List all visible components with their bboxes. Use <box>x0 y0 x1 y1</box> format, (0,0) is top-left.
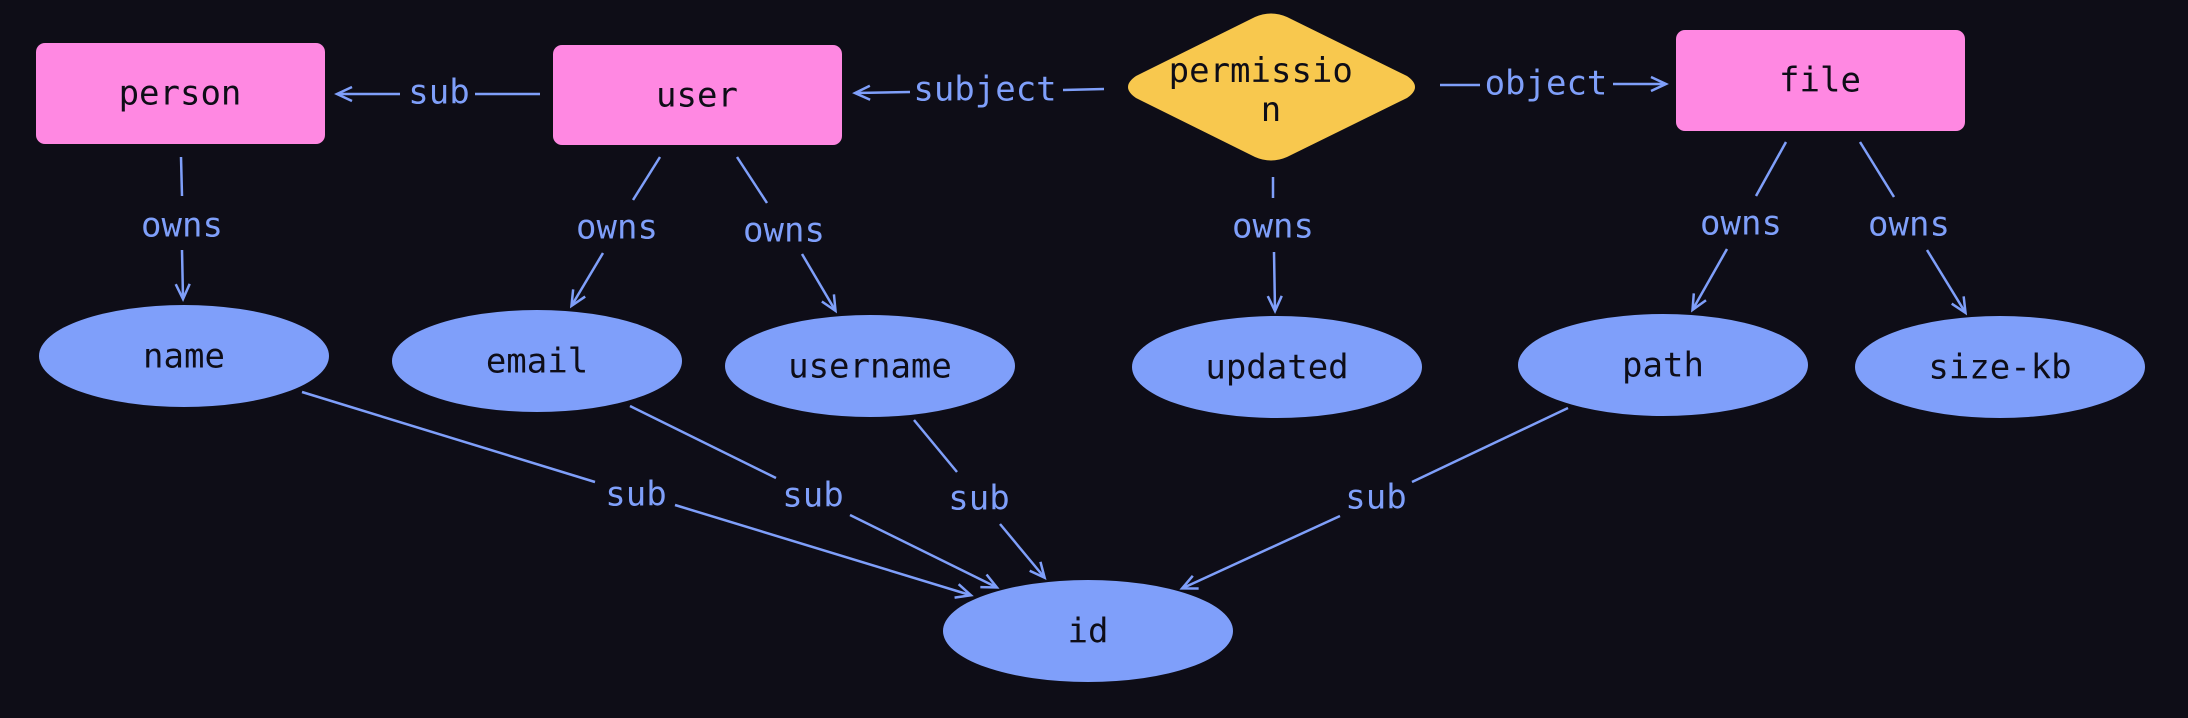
edge-permission-user: subject <box>852 70 1105 110</box>
edge-label-sub: sub <box>1345 478 1406 518</box>
edge-label-owns: owns <box>1700 204 1782 244</box>
edge-email-id: sub <box>629 404 1000 589</box>
node-label-username: username <box>788 347 952 387</box>
node-label-file: file <box>1779 61 1861 101</box>
edge-label-owns: owns <box>1232 207 1314 247</box>
edge-label-owns: owns <box>576 208 658 248</box>
attribute-username: username <box>725 315 1015 417</box>
attribute-name: name <box>39 305 329 407</box>
attribute-path: path <box>1518 314 1808 416</box>
edge-permission-file: object <box>1440 64 1669 104</box>
edge-label-subject: subject <box>913 70 1056 110</box>
node-label-email: email <box>486 342 588 382</box>
attribute-size-kb: size-kb <box>1855 316 2145 418</box>
edge-label-sub: sub <box>408 73 469 113</box>
edge-path-id: sub <box>1179 406 1569 590</box>
node-label-path: path <box>1622 346 1704 386</box>
edge-label-sub: sub <box>948 479 1009 519</box>
node-label-permission: permissio n <box>1169 51 1374 130</box>
edge-label-sub: sub <box>782 476 843 516</box>
edge-user-username: owns <box>735 156 838 314</box>
attribute-id: id <box>943 580 1233 682</box>
node-label-size-kb: size-kb <box>1928 348 2071 388</box>
entity-file: file <box>1676 30 1965 131</box>
attribute-updated: updated <box>1132 316 1422 418</box>
node-label-id: id <box>1068 612 1109 652</box>
edge-label-owns: owns <box>743 211 825 251</box>
node-label-permission-line-2: n <box>1261 90 1281 130</box>
edge-user-email: owns <box>569 156 662 309</box>
node-label-updated: updated <box>1205 348 1348 388</box>
edge-label-sub: sub <box>605 475 666 515</box>
edge-label-object: object <box>1485 64 1608 104</box>
edge-username-id: sub <box>913 419 1047 581</box>
edge-file-size-kb: owns <box>1858 141 1968 316</box>
entity-user: user <box>553 45 842 145</box>
edge-label-owns: owns <box>141 206 223 246</box>
node-label-name: name <box>143 337 225 377</box>
edge-user-person: sub <box>334 73 540 113</box>
node-label-permission-line-1: permissio <box>1169 51 1353 91</box>
relation-permission: permissio n <box>1128 13 1415 161</box>
edge-name-id: sub <box>301 390 974 599</box>
node-label-user: user <box>656 76 738 116</box>
edge-person-name: owns <box>141 156 223 302</box>
edge-file-path: owns <box>1691 141 1788 313</box>
node-label-person: person <box>119 74 242 114</box>
edge-label-owns: owns <box>1868 205 1950 245</box>
attribute-email: email <box>392 310 682 412</box>
edge-permission-updated: owns <box>1232 177 1314 314</box>
entity-person: person <box>36 43 325 144</box>
